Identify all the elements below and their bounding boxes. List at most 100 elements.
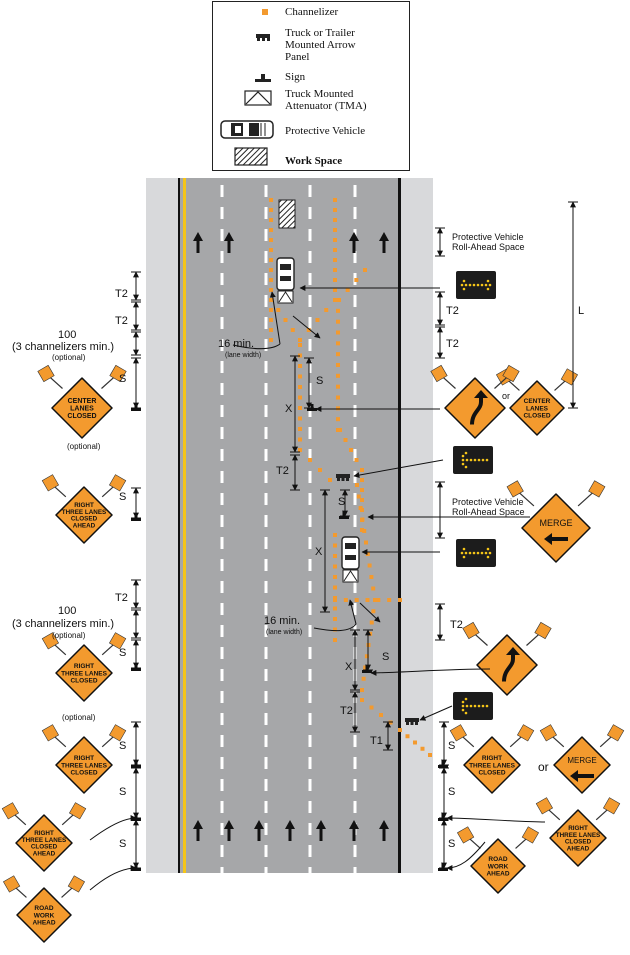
lane-line-dash [264,229,268,241]
dimension-line [350,691,360,733]
legend-arrow-panel-line2: Mounted Arrow [285,39,356,51]
channelizer [269,328,273,332]
legend-tma-line2: Attenuator (TMA) [285,100,367,112]
channelizer [298,338,302,342]
lane-line-dash [353,735,357,747]
dimension-line [435,291,445,326]
channelizer [333,218,337,222]
optional-label-1: (optional) [52,353,86,362]
lane-line-dash [220,757,224,769]
channelizer [336,373,340,378]
channelizer [333,564,337,569]
right-shoulder [400,178,433,873]
channelizer [333,575,337,579]
t2-label-right-3: T2 [450,619,463,631]
sign-post [307,404,317,411]
dimension-line [439,819,449,869]
legend-channelizer-label: Channelizer [285,6,339,18]
diamond-signs: CENTERLANESCLOSEDCENTERLANESCLOSEDRIGHTT… [1,364,625,943]
lane-line-dash [308,867,312,879]
lane-arrow [379,232,389,253]
left-edge-line [178,178,180,873]
lane-line-dash [220,669,224,681]
channelizer [360,478,364,482]
lane-line-dash [264,493,268,505]
channelizer [336,384,340,389]
channelizer [333,238,337,242]
channelizer [354,598,359,602]
sign-right-three-closed-optional-text: CLOSED [70,677,97,684]
sign-lane-shift-top [430,364,520,439]
sign-right-three-closed-ahead-3-text: THREE LANES [556,832,600,839]
channelizer [306,328,311,332]
lane-line-dash [353,427,357,439]
s-label-road-1: S [316,375,323,387]
sign-merge-lower-text: MERGE [567,756,596,765]
arrow-panel-truck-mid [336,474,350,481]
lane-line-dash [220,383,224,395]
channelizer [324,308,329,312]
lane-line-dash [308,317,312,329]
dimension-line [131,487,141,519]
channelizer [369,620,374,625]
protective-vehicle-mid [341,536,360,583]
lane-line-dash [264,757,268,769]
channelizer [298,437,302,442]
lane-line-dash [220,449,224,461]
channelizer [336,363,340,367]
channelizer [333,288,337,292]
lane-line-dash [220,229,224,241]
channelizer [367,563,372,568]
lane-line-dash [308,185,312,197]
lane-line-dash [353,207,357,219]
channelizer [298,374,302,379]
channelizer [360,688,364,692]
s-label-road-3: S [382,651,389,663]
channelizer [373,598,377,602]
s-label-left-6: S [119,838,126,850]
channelizer [318,468,322,472]
channelizer [298,406,302,410]
lane-line-dash [220,339,224,351]
channelizer [336,417,340,422]
yellow-edge-line [183,178,186,873]
lane-line-dash [264,801,268,813]
channelizer [269,238,273,242]
hundred-label-top: 100 [58,329,76,341]
lane-line-dash [353,383,357,395]
lane-arrows [193,232,389,841]
channelizer [338,428,342,432]
lane-line-dash [264,691,268,703]
t2-label-right-1: T2 [446,305,459,317]
legend-arrow-panel-line3: Panel [285,51,310,63]
lane-line-dash [220,845,224,857]
lane-line-dash [220,427,224,439]
dimension-line [131,721,141,766]
lane-line-dash [264,207,268,219]
channelizer-symbol [262,9,268,15]
dimension-line [131,639,141,669]
lane-line-dash [264,735,268,747]
sign-right-three-closed-ahead-3-text: AHEAD [567,846,590,853]
s-label-left-4: S [119,740,126,752]
lane-line-dash [308,273,312,285]
channelizer [360,698,364,702]
channelizer [333,258,337,262]
channelizer [345,288,350,292]
lane-line-dash [308,537,312,549]
lane-arrow [193,820,203,841]
lane-line-dash [264,383,268,395]
channelizer [363,268,367,272]
lane-line-dash [353,845,357,857]
sign-road-work-ahead-right-text: WORK [488,863,509,870]
channelizer [283,318,288,322]
lane-line-dash [220,493,224,505]
s-label-left-2: S [119,491,126,503]
channelizer [333,268,337,272]
lane-line-dash [220,823,224,835]
sign-road-work-ahead-right-text: AHEAD [486,870,509,877]
or-label-low: or [538,760,549,774]
lane-line-dash [308,801,312,813]
